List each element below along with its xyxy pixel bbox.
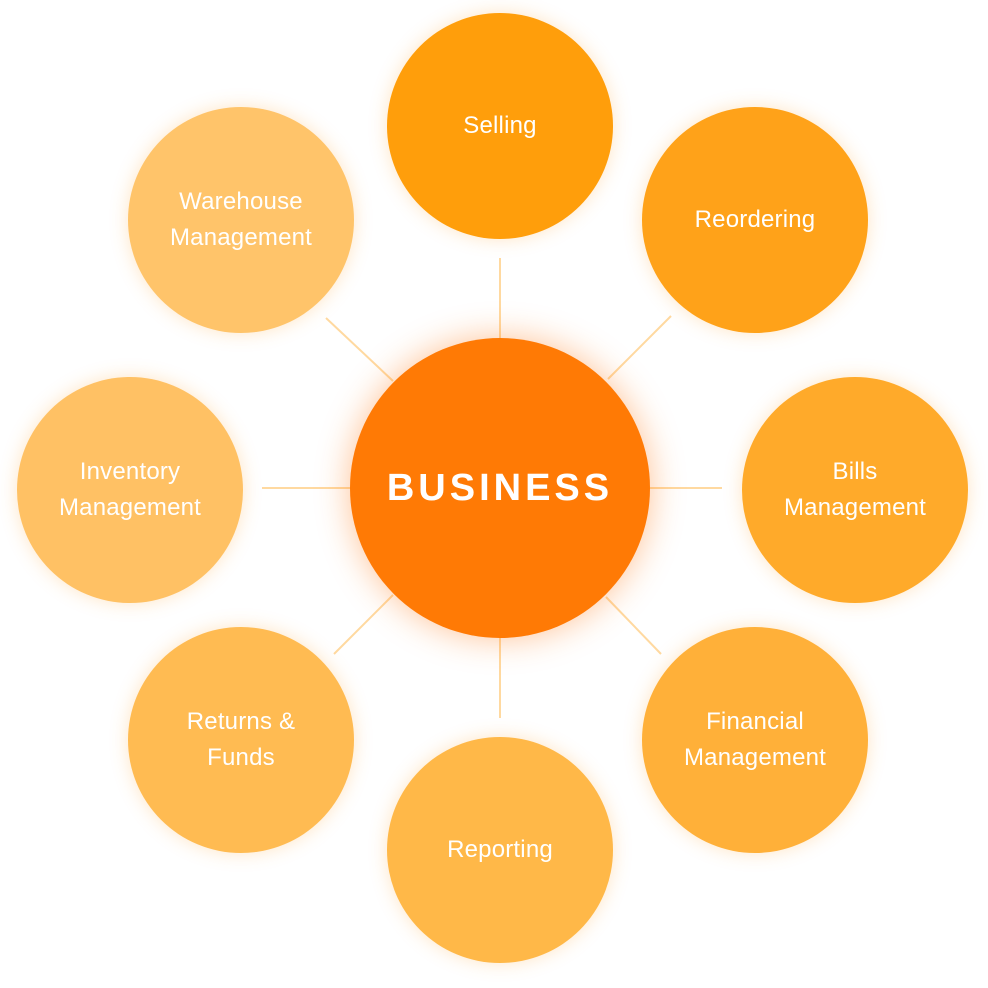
- center-business-label: BUSINESS: [386, 466, 614, 509]
- node-reordering: Reordering: [642, 107, 868, 333]
- node-selling-label: Selling: [463, 112, 537, 139]
- node-returns-funds: Returns &Funds: [128, 627, 354, 853]
- connector-warehouse-management: [325, 317, 394, 382]
- node-reporting: Reporting: [387, 737, 613, 963]
- node-selling: Selling: [387, 13, 613, 239]
- node-reporting-label: Reporting: [447, 836, 553, 863]
- connector-financial-management: [605, 596, 662, 655]
- node-reordering-label: Reordering: [694, 206, 816, 233]
- center-business-node: BUSINESS: [350, 338, 650, 638]
- node-returns-funds-label: Returns &Funds: [186, 708, 296, 771]
- connector-reordering: [607, 315, 672, 380]
- connector-returns-funds: [333, 594, 394, 655]
